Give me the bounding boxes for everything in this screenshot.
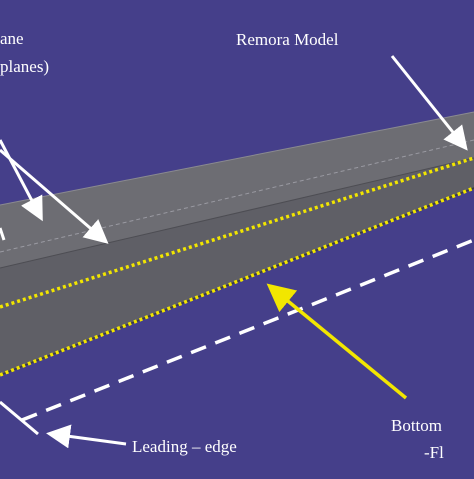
label-remora-model: Remora Model bbox=[236, 30, 339, 49]
label-bottom-line2: -Fl bbox=[424, 443, 444, 462]
yellow-dotted-line-upper bbox=[0, 156, 474, 309]
arrow-plane-2 bbox=[0, 148, 109, 244]
arrow-plane-1 bbox=[0, 139, 43, 222]
arrow-remora-model bbox=[390, 55, 468, 151]
yellow-dotted-line-lower bbox=[0, 186, 474, 377]
model-lower-surface bbox=[0, 158, 474, 375]
arrow-bottom-yellow bbox=[266, 283, 408, 400]
label-top-left-line2: planes) bbox=[0, 57, 49, 76]
top-edge-line bbox=[0, 111, 474, 206]
arrow-plane-3 bbox=[0, 227, 6, 241]
arrow-leading-edge bbox=[46, 424, 127, 449]
label-bottom-line1: Bottom bbox=[391, 416, 442, 435]
mid-edge-line bbox=[0, 157, 474, 269]
label-leading-edge: Leading – edge bbox=[132, 437, 237, 456]
model-top-surface bbox=[0, 112, 474, 268]
arrow-leading-edge-upper bbox=[0, 400, 39, 436]
label-top-left-line1: ane bbox=[0, 29, 24, 48]
leading-edge-dashed-line bbox=[21, 238, 474, 422]
